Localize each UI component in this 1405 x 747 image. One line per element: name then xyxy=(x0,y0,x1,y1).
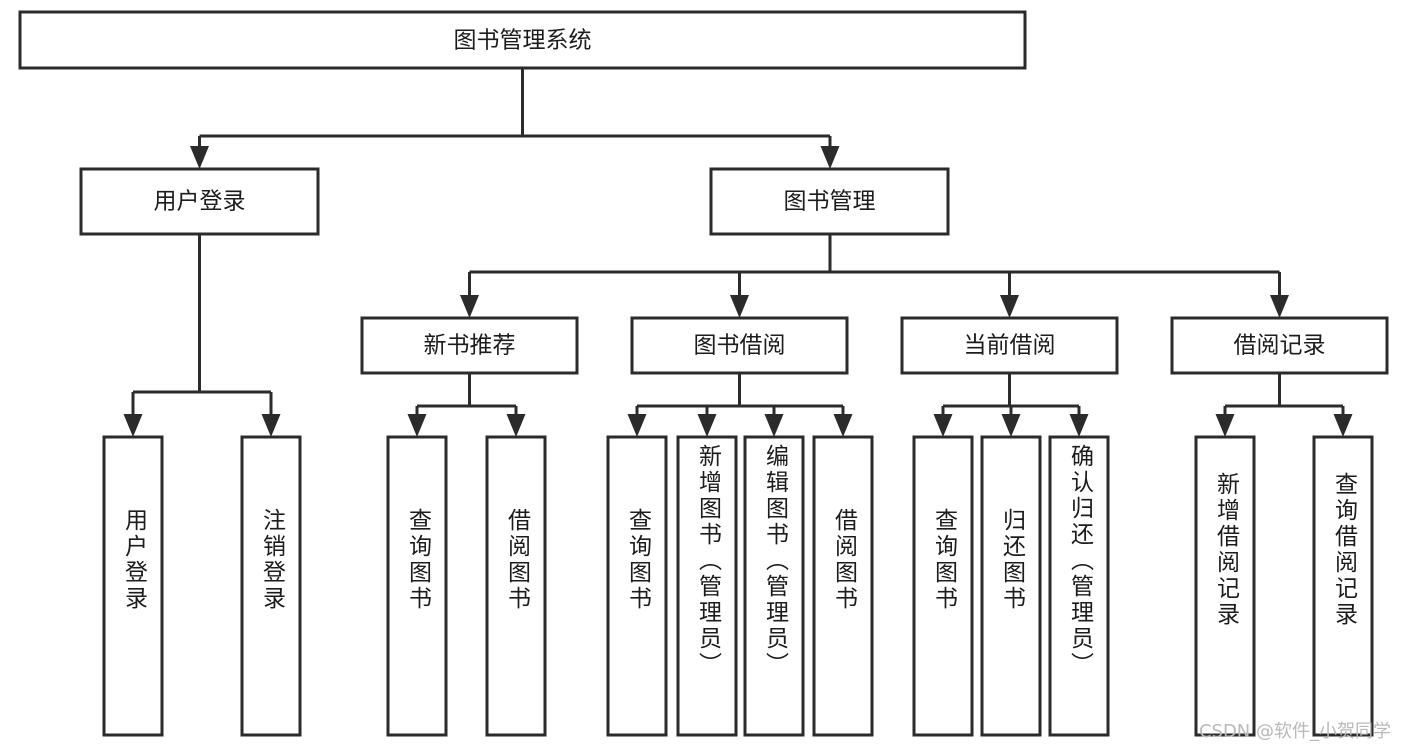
arrow-head-icon xyxy=(933,414,953,437)
node-new-book-rec-label: 新书推荐 xyxy=(424,333,516,359)
arrow-head-icon xyxy=(1270,295,1289,318)
leaf-box-query-record[interactable] xyxy=(1312,435,1374,737)
node-book-manage[interactable]: 图书管理 xyxy=(709,167,950,236)
connector-userlogin-to-leaves xyxy=(123,234,281,437)
arrow-head-icon xyxy=(833,414,853,437)
leaf-label-borrow-book-rec: 借阅图书 xyxy=(503,508,530,612)
leaf-label-add-book: 新增图书（管理员） xyxy=(694,444,721,678)
leaf-box-user-logout[interactable] xyxy=(240,435,302,737)
connector-newbookrec-to-leaves xyxy=(407,373,526,437)
arrow-head-icon xyxy=(697,414,717,437)
leaf-label-query-record: 查询借阅记录 xyxy=(1330,472,1357,628)
connector-bookmanage-to-level3 xyxy=(460,234,1289,318)
leaf-label-add-record: 新增借阅记录 xyxy=(1212,472,1239,628)
leaf-box-add-book[interactable] xyxy=(676,435,738,737)
connector-borrowrecord-to-leaves xyxy=(1215,373,1353,437)
leaf-label-user-login: 用户登录 xyxy=(120,508,147,612)
node-book-manage-label: 图书管理 xyxy=(784,189,876,215)
leaf-box-user-login[interactable] xyxy=(102,435,164,737)
node-book-borrow-label: 图书借阅 xyxy=(694,333,786,359)
arrow-head-icon xyxy=(506,414,526,437)
arrow-head-icon xyxy=(123,414,143,437)
leaf-label-user-logout: 注销登录 xyxy=(258,508,285,612)
arrow-head-icon xyxy=(820,146,840,169)
leaf-box-return-book[interactable] xyxy=(980,435,1042,737)
leaf-box-query-book-rec[interactable] xyxy=(386,435,448,737)
leaf-label-query-book-borrow: 查询图书 xyxy=(624,508,651,612)
node-current-borrow[interactable]: 当前借阅 xyxy=(900,316,1119,375)
arrow-head-icon xyxy=(730,295,749,318)
arrow-head-icon xyxy=(1333,414,1353,437)
leaf-label-query-book-rec: 查询图书 xyxy=(404,508,431,612)
connector-currentborrow-to-leaves xyxy=(933,373,1089,437)
arrow-head-icon xyxy=(1215,414,1235,437)
arrow-head-icon xyxy=(407,414,427,437)
leaf-label-edit-book: 编辑图书（管理员） xyxy=(761,444,788,678)
node-new-book-rec[interactable]: 新书推荐 xyxy=(360,316,579,375)
arrow-head-icon xyxy=(1069,414,1089,437)
arrow-head-icon xyxy=(1000,295,1019,318)
node-user-login[interactable]: 用户登录 xyxy=(79,167,320,236)
arrow-head-icon xyxy=(261,414,281,437)
node-borrow-record[interactable]: 借阅记录 xyxy=(1170,316,1389,375)
leaf-boxes xyxy=(102,435,1374,737)
node-borrow-record-label: 借阅记录 xyxy=(1234,333,1326,359)
arrow-head-icon xyxy=(627,414,647,437)
arrow-head-icon xyxy=(764,414,784,437)
leaf-label-return-book: 归还图书 xyxy=(998,508,1025,612)
node-current-borrow-label: 当前借阅 xyxy=(964,333,1056,359)
connector-root-to-level2 xyxy=(190,68,840,169)
leaf-box-query-book-borrow[interactable] xyxy=(606,435,668,737)
leaf-box-query-book-cur[interactable] xyxy=(912,435,974,737)
leaf-box-borrow-book[interactable] xyxy=(812,435,874,737)
csdn-watermark: CSDN @软件_小贺同学 xyxy=(1198,721,1391,742)
leaf-box-confirm-return[interactable] xyxy=(1048,435,1110,737)
leaf-box-edit-book[interactable] xyxy=(743,435,805,737)
node-root-label: 图书管理系统 xyxy=(454,28,592,54)
leaf-box-borrow-book-rec[interactable] xyxy=(485,435,547,737)
arrow-head-icon xyxy=(1001,414,1021,437)
leaf-label-confirm-return: 确认归还（管理员） xyxy=(1066,444,1093,678)
leaf-box-add-record[interactable] xyxy=(1194,435,1256,737)
node-root[interactable]: 图书管理系统 xyxy=(18,10,1027,70)
leaf-label-query-book-cur: 查询图书 xyxy=(930,508,957,612)
leaf-label-borrow-book: 借阅图书 xyxy=(830,508,857,612)
connector-bookborrow-to-leaves xyxy=(627,373,853,437)
node-user-login-label: 用户登录 xyxy=(154,189,246,215)
arrow-head-icon xyxy=(190,146,209,169)
arrow-head-icon xyxy=(460,295,479,318)
node-book-borrow[interactable]: 图书借阅 xyxy=(630,316,849,375)
